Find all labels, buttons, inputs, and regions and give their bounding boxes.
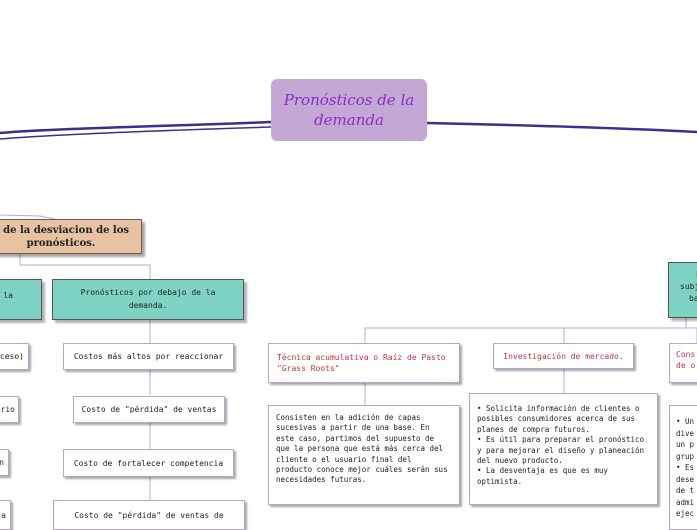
exec-body-3: un p xyxy=(676,440,695,449)
grass-roots-title-node[interactable]: Técnica acumulativa o Raíz de Pasto "Gra… xyxy=(268,343,460,383)
grass-roots-body: Consisten en la adición de capas sucesiv… xyxy=(276,413,448,485)
cost-lost-sales-2-item[interactable]: Costo de "pérdida" de ventas de xyxy=(53,500,245,530)
subjective-methods-node[interactable]: La subj ba xyxy=(668,262,697,318)
deviation-heading-text: o de la desviacion de los pronósticos. xyxy=(0,225,130,249)
left-item-4[interactable]: a xyxy=(0,500,11,530)
market-research-bullet-1: • Solicita información de clientes o pos… xyxy=(477,404,640,434)
grass-roots-body-node[interactable]: Consisten en la adición de capas sucesiv… xyxy=(268,405,460,505)
left-item-1[interactable]: ceso) xyxy=(0,343,29,370)
exec-body-2: dive xyxy=(676,428,695,438)
overforecast-label: la xyxy=(3,291,13,300)
subjective-line-3: ba xyxy=(689,294,697,303)
exec-body-1: • Un xyxy=(676,417,695,426)
exec-body-4: grup xyxy=(676,451,695,461)
market-research-title-node[interactable]: Investigación de mercado. xyxy=(493,343,634,369)
cost-lost-sales-label: Costo de "pérdida" de ventas xyxy=(81,405,217,414)
deviation-heading-node[interactable]: o de la desviacion de los pronósticos. xyxy=(0,219,142,254)
overforecast-node[interactable]: la xyxy=(0,279,42,320)
exec-title-line-2: de o xyxy=(676,361,696,370)
root-node[interactable]: Pronósticos de la demanda xyxy=(271,79,427,141)
exec-body-9: ejec xyxy=(676,509,695,518)
left-item-2[interactable]: ario xyxy=(0,396,19,423)
subjective-line-1: La xyxy=(677,269,697,281)
left-item-3-label: n xyxy=(0,458,4,467)
left-item-2-label: ario xyxy=(0,405,15,414)
cost-lost-sales-2-label: Costo de "pérdida" de ventas de xyxy=(74,511,224,520)
cost-lost-sales-item[interactable]: Costo de "pérdida" de ventas xyxy=(73,396,225,423)
exec-body-5: • Es xyxy=(676,463,695,472)
market-research-bullet-2: • Es útil para preparar el pronóstico y … xyxy=(477,435,645,466)
grass-roots-title: Técnica acumulativa o Raíz de Pasto "Gra… xyxy=(277,353,446,373)
exec-body-8: admi xyxy=(676,497,695,507)
exec-title-line-1: Cons xyxy=(676,350,696,359)
market-research-body-node[interactable]: • Solicita información de clientes o pos… xyxy=(469,393,658,505)
market-research-title: Investigación de mercado. xyxy=(503,351,624,361)
underforecast-label: Pronósticos por debajo de la demanda. xyxy=(80,288,216,310)
cost-competition-label: Costo de fortalecer competencia xyxy=(73,458,224,468)
executive-consensus-body-node[interactable]: • Un dive un p grup • Es dese de t admi … xyxy=(669,405,697,530)
left-item-1-label: ceso) xyxy=(0,352,24,361)
exec-body-7: de t xyxy=(676,486,695,495)
exec-body-6: dese xyxy=(676,474,695,484)
root-title: Pronósticos de la demanda xyxy=(283,91,415,129)
market-research-bullet-3: • La desventaja es que es muy optimista. xyxy=(477,466,608,486)
executive-consensus-title-node[interactable]: Cons de o xyxy=(669,343,697,383)
cost-reaction-label: Costos más altos por reaccionar xyxy=(73,352,224,361)
subjective-line-2: subj xyxy=(680,282,697,291)
left-item-3[interactable]: n xyxy=(0,449,9,476)
left-item-4-label: a xyxy=(1,510,6,520)
underforecast-node[interactable]: Pronósticos por debajo de la demanda. xyxy=(52,279,244,320)
cost-competition-item[interactable]: Costo de fortalecer competencia xyxy=(63,449,234,477)
cost-reaction-item[interactable]: Costos más altos por reaccionar xyxy=(63,343,234,370)
